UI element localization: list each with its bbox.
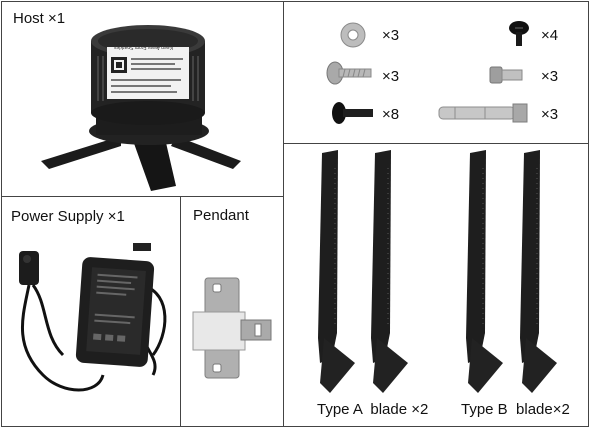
power-supply-image [19,243,167,392]
washer-qty: ×3 [382,27,400,44]
divider-vertical-pendant [180,196,181,427]
host-label: Host ×1 [13,10,66,27]
type-b-blade-1 [466,150,503,393]
expansion-anchor-qty: ×3 [541,106,559,123]
silver-bolt-qty: ×3 [541,68,559,85]
pendant-label: Pendant [193,207,249,224]
divider-horizontal-left [1,196,283,197]
divider-horizontal-right [283,143,589,144]
expansion-anchor-icon [438,103,528,123]
host-unit-image [41,25,241,191]
divider-vertical-main [283,1,284,427]
silver-bolt-icon [489,66,523,84]
black-long-screw-icon [332,102,373,124]
type-a-blade-label: Type A blade ×2 [317,401,429,418]
type-a-blade-1 [318,150,355,393]
type-b-blade-2 [520,150,557,393]
black-short-screw-qty: ×4 [541,27,559,44]
silver-screw-icon [326,61,372,85]
type-b-blade-label: Type B blade×2 [461,401,570,418]
black-short-screw-icon [509,21,529,46]
blades-image [318,150,557,393]
type-a-blade-2 [371,150,408,393]
washer-icon [340,22,366,48]
pendant-bracket-image [192,277,272,379]
host-sticker-title: Keep Away From Sparkles [114,44,173,50]
power-supply-label: Power Supply ×1 [11,208,125,225]
silver-screw-qty: ×3 [382,68,400,85]
black-long-screw-qty: ×8 [382,106,400,123]
